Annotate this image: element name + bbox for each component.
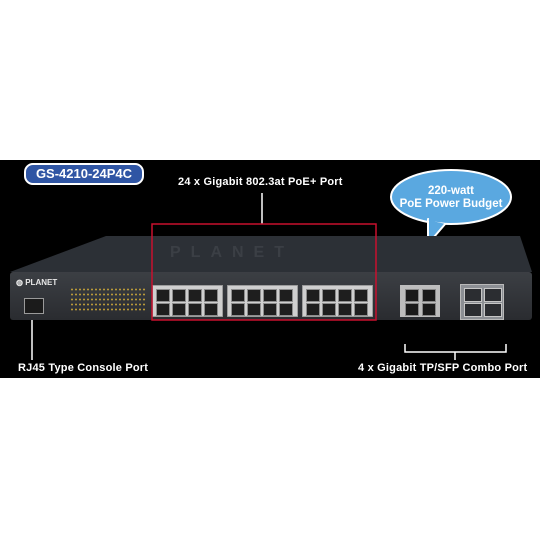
sfp-slot — [484, 288, 502, 302]
rj45-port — [306, 303, 320, 316]
model-tag: GS-4210-24P4C — [24, 163, 144, 185]
rj45-block-2 — [227, 285, 298, 317]
combo-rj45-port — [405, 289, 419, 302]
rj45-port — [188, 303, 202, 316]
combo-rj45-port — [405, 303, 419, 316]
rj45-port — [263, 289, 277, 302]
rj45-port — [172, 289, 186, 302]
brand-logo: ◍ PLANET — [16, 278, 57, 287]
callout-line-1: 220-watt — [427, 185, 475, 197]
callout-text: 220-watt PoE Power Budget — [398, 185, 504, 211]
rj45-port — [231, 289, 245, 302]
rj45-port — [247, 289, 261, 302]
rj45-port — [204, 289, 218, 302]
callout-line-2: PoE Power Budget — [399, 198, 503, 210]
switch-top-surface — [10, 236, 532, 272]
rj45-port — [354, 289, 368, 302]
rj45-port — [188, 289, 202, 302]
sfp-slots — [460, 284, 504, 320]
console-port — [24, 298, 44, 314]
poe-ports-label: 24 x Gigabit 802.3at PoE+ Port — [178, 176, 343, 188]
rj45-port — [231, 303, 245, 316]
console-port-label: RJ45 Type Console Port — [18, 362, 149, 374]
rj45-port — [172, 303, 186, 316]
brand-text: PLANET — [25, 278, 58, 287]
rj45-port — [322, 289, 336, 302]
combo-rj45-port — [422, 289, 436, 302]
combo-rj45-port — [422, 303, 436, 316]
rj45-port — [156, 289, 170, 302]
rj45-port — [263, 303, 277, 316]
rj45-port — [156, 303, 170, 316]
rj45-port — [306, 289, 320, 302]
sfp-slot — [464, 288, 482, 302]
sfp-slot — [484, 303, 502, 317]
rj45-block-3 — [302, 285, 373, 317]
rj45-port — [322, 303, 336, 316]
globe-icon: ◍ — [16, 278, 23, 287]
combo-port-label: 4 x Gigabit TP/SFP Combo Port — [358, 362, 528, 374]
switch-watermark: PLANET — [170, 244, 294, 261]
rj45-port — [204, 303, 218, 316]
rj45-port — [247, 303, 261, 316]
rj45-port — [279, 289, 293, 302]
combo-rj45-block — [400, 285, 440, 317]
rj45-block-1 — [152, 285, 223, 317]
rj45-port — [338, 289, 352, 302]
led-panel — [70, 287, 146, 313]
rj45-port — [354, 303, 368, 316]
sfp-slot — [464, 303, 482, 317]
rj45-port — [338, 303, 352, 316]
rj45-port — [279, 303, 293, 316]
